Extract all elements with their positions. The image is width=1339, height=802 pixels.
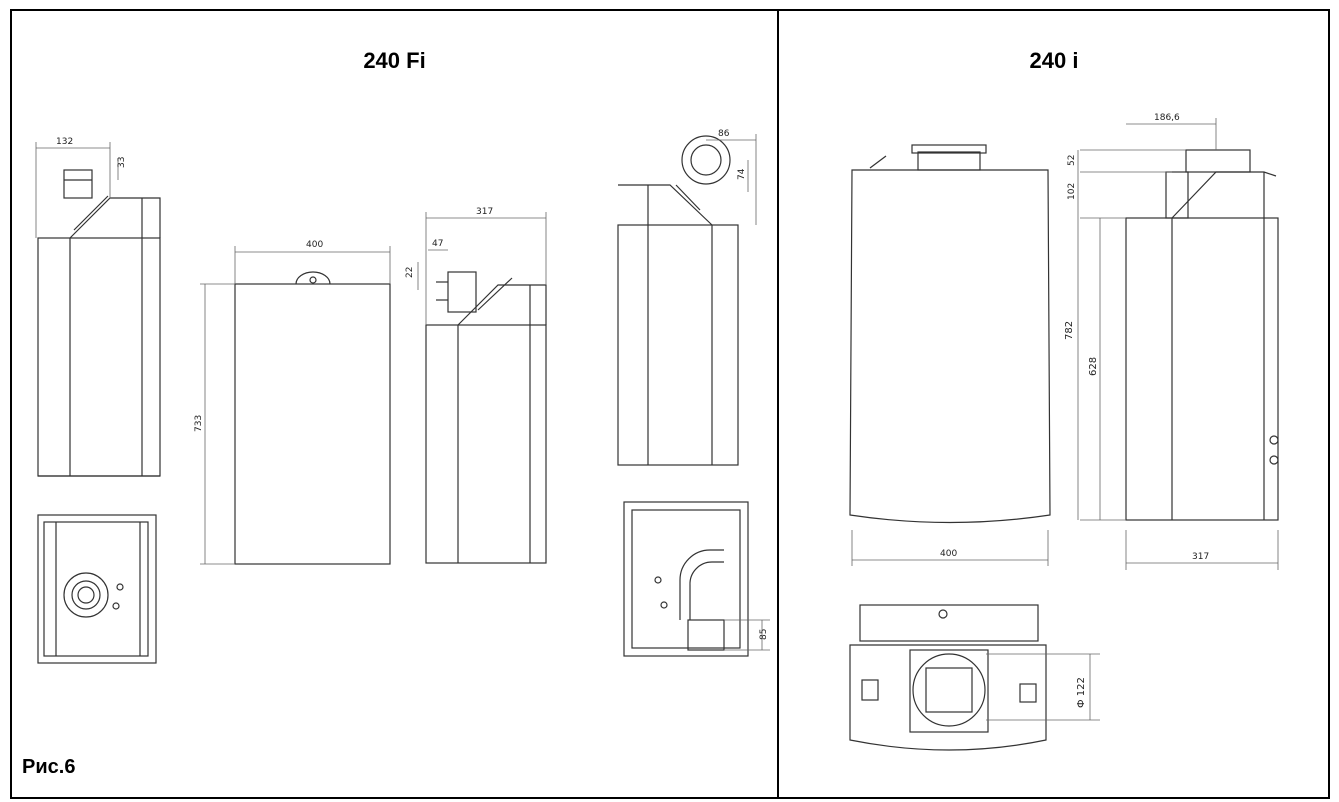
dim-fi-132: 132: [56, 137, 73, 147]
dim-fi-74: 74: [737, 168, 747, 180]
fi-bottom-view-1: [37, 514, 157, 664]
dim-fi-86: 86: [718, 129, 730, 139]
fi-front-view-dims: [200, 246, 391, 565]
fi-side-view-1: [37, 169, 161, 477]
dim-i-782: 782: [1064, 321, 1075, 340]
figure-frame: [10, 9, 1330, 799]
fi-side-view-3: [617, 135, 739, 466]
figure-caption: Рис.6: [22, 756, 76, 778]
fi-side-view-2: [425, 271, 547, 564]
i-bottom-view: [849, 604, 1047, 751]
i-front-view: [849, 144, 1051, 524]
fi-side-view-3-dims: [706, 134, 757, 225]
fi-side-view-1-dims: [35, 142, 119, 238]
dim-i-flue-122: Ф 122: [1076, 677, 1087, 708]
fi-front-view: [234, 271, 391, 565]
dim-fi-33: 33: [117, 157, 127, 168]
dim-fi-733: 733: [194, 415, 204, 432]
dim-i-52: 52: [1067, 155, 1077, 166]
dim-i-186-6: 186,6: [1154, 113, 1180, 123]
dim-i-628: 628: [1088, 357, 1099, 376]
panel-divider: [777, 9, 779, 799]
dim-fi-317: 317: [476, 207, 493, 217]
fi-bottom-view-2-dims: [724, 619, 770, 651]
i-side-view: [1125, 149, 1279, 521]
dim-fi-85: 85: [759, 629, 769, 640]
dim-fi-47: 47: [432, 239, 443, 249]
fi-bottom-view-2: [623, 501, 749, 657]
panel-title-240fi: 240 Fi: [363, 48, 426, 73]
dim-fi-22: 22: [405, 267, 415, 278]
fi-side-view-2-dims: [417, 212, 547, 325]
i-front-view-dims: [851, 530, 1049, 566]
i-bottom-view-dims: [986, 653, 1100, 721]
panel-title-240i: 240 i: [1029, 48, 1079, 73]
dim-i-317: 317: [1192, 552, 1209, 562]
i-side-view-dims: [1077, 118, 1279, 570]
dim-i-102: 102: [1067, 183, 1077, 200]
dim-i-400: 400: [940, 549, 957, 559]
dim-fi-400: 400: [306, 240, 323, 250]
